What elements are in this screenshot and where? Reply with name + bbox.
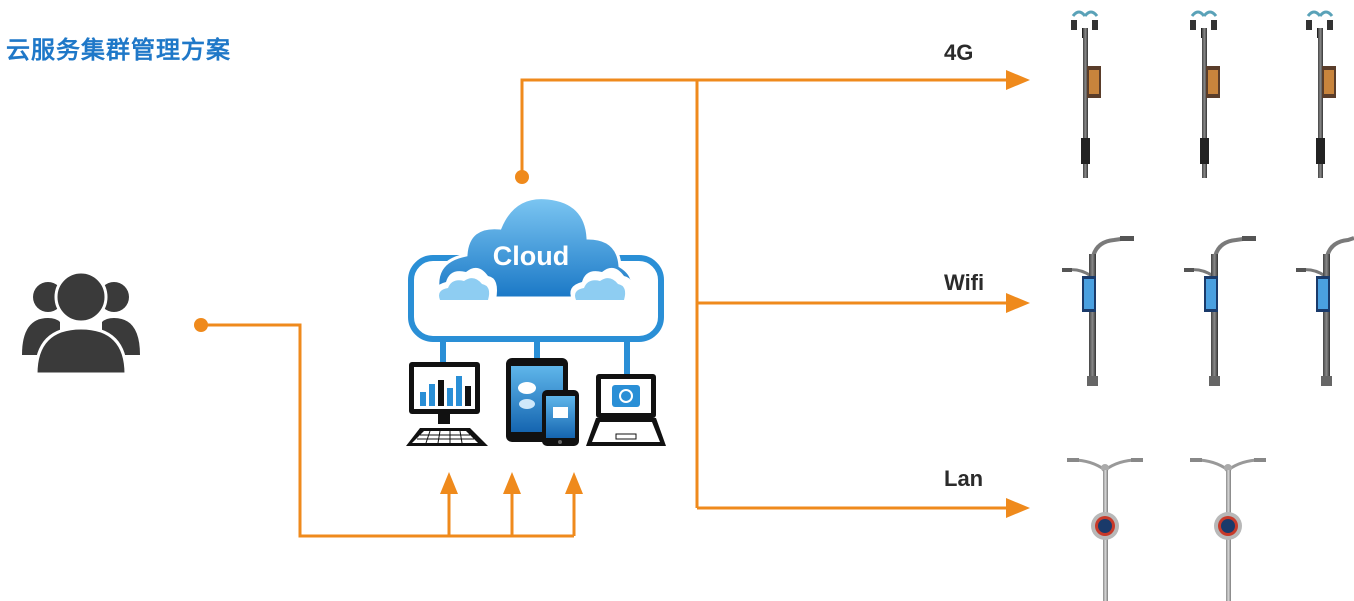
arrow-up-1 [440, 472, 458, 494]
tablet-phone-icon [506, 358, 579, 446]
arrow-up-3 [565, 472, 583, 494]
network-label-wifi: Wifi [944, 270, 985, 295]
network-label-lan: Lan [944, 466, 984, 491]
arrow-up-2 [503, 472, 521, 494]
street-light-pole-icon [1062, 236, 1134, 386]
user-connector-dot [194, 318, 208, 332]
street-light-pole-icon [1190, 10, 1220, 178]
street-light-pole-icon [1306, 10, 1336, 178]
page-title: 云服务集群管理方案 [6, 36, 231, 64]
street-light-row-wifi [1062, 236, 1354, 386]
street-light-pole-icon [1184, 236, 1256, 386]
users-icon [22, 270, 140, 376]
street-light-pole-icon [1067, 458, 1143, 601]
street-light-row-4g [1071, 10, 1336, 178]
street-light-pole-icon [1296, 236, 1354, 386]
cloud-label: Cloud [493, 241, 569, 271]
arrow-right-lan [1006, 498, 1030, 518]
arrow-right-wifi [1006, 293, 1030, 313]
connector-lines [202, 78, 1010, 538]
street-light-row-lan [1067, 458, 1266, 601]
connector-endpoints [194, 70, 1030, 518]
network-label-4g: 4G [944, 40, 974, 65]
cloud-icon [434, 196, 634, 300]
arrow-right-4g [1006, 70, 1030, 90]
laptop-icon [586, 374, 666, 446]
street-light-pole-icon [1190, 458, 1266, 601]
street-light-pole-icon [1071, 10, 1101, 178]
cloud-connector-dot [515, 170, 529, 184]
desktop-monitor-icon [406, 362, 488, 446]
